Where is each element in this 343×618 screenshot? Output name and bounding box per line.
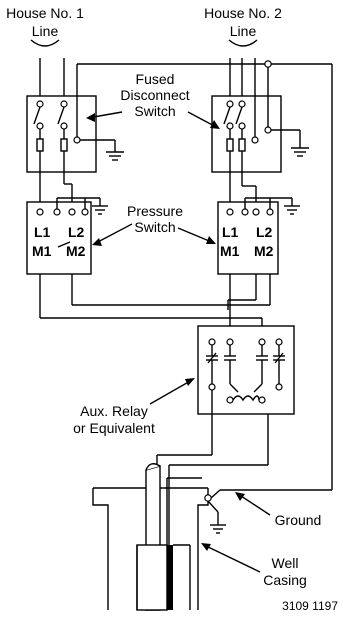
fused-disconnect-switch-2 [211,95,309,173]
well-casing-label: Well Casing [201,543,307,588]
arrow [93,223,133,245]
svg-text:L2: L2 [68,224,85,240]
relay-to-well-wires [156,390,269,610]
aux-relay [197,325,295,415]
incoming-lines [39,58,333,491]
house-1-line-word: Line [32,23,59,39]
house-2-line-label: House No. 2 Line [204,5,282,47]
svg-text:Pressure: Pressure [127,203,183,219]
svg-text:M1: M1 [32,243,52,259]
well-casing [92,463,209,611]
house-2-brace [228,39,258,47]
ground-label: Ground [235,492,321,528]
svg-text:Switch: Switch [134,219,175,235]
relay-coil [232,395,260,402]
svg-text:Switch: Switch [134,103,175,119]
pressure-switch-1: L1 L2 M1 M2 [26,197,108,275]
disconnect-to-pressure-wires [39,172,257,202]
svg-text:M1: M1 [220,243,240,259]
svg-text:L1: L1 [222,224,239,240]
house-1-brace [30,39,60,47]
fused-disconnect-label: Fused Disconnect Switch [86,71,220,129]
arrow [149,379,193,405]
svg-text:or Equivalent: or Equivalent [73,420,155,436]
pressure-switch-label: Pressure Switch [92,203,216,246]
svg-text:Aux. Relay: Aux. Relay [80,403,148,419]
arrow [237,493,271,516]
casing-ground [204,489,226,534]
arrow [203,544,261,573]
svg-text:L1: L1 [34,224,51,240]
svg-text:L2: L2 [256,224,273,240]
house-1-label: House No. 1 [6,5,84,21]
svg-text:Disconnect: Disconnect [120,87,189,103]
pressure-switch-2: L1 L2 M1 M2 [217,197,300,275]
svg-text:M2: M2 [66,243,86,259]
svg-text:Ground: Ground [275,512,322,528]
house-2-line-word: Line [230,23,257,39]
svg-text:Well: Well [272,555,299,571]
house-1-line-label: House No. 1 Line [6,5,84,47]
aux-relay-label: Aux. Relay or Equivalent [73,378,195,436]
fused-disconnect-switch-1 [26,95,124,173]
figure-code: 3109 1197 [282,599,338,613]
svg-text:M2: M2 [254,243,274,259]
svg-text:Casing: Casing [263,572,307,588]
svg-text:Fused: Fused [136,71,175,87]
house-2-label: House No. 2 [204,5,282,21]
